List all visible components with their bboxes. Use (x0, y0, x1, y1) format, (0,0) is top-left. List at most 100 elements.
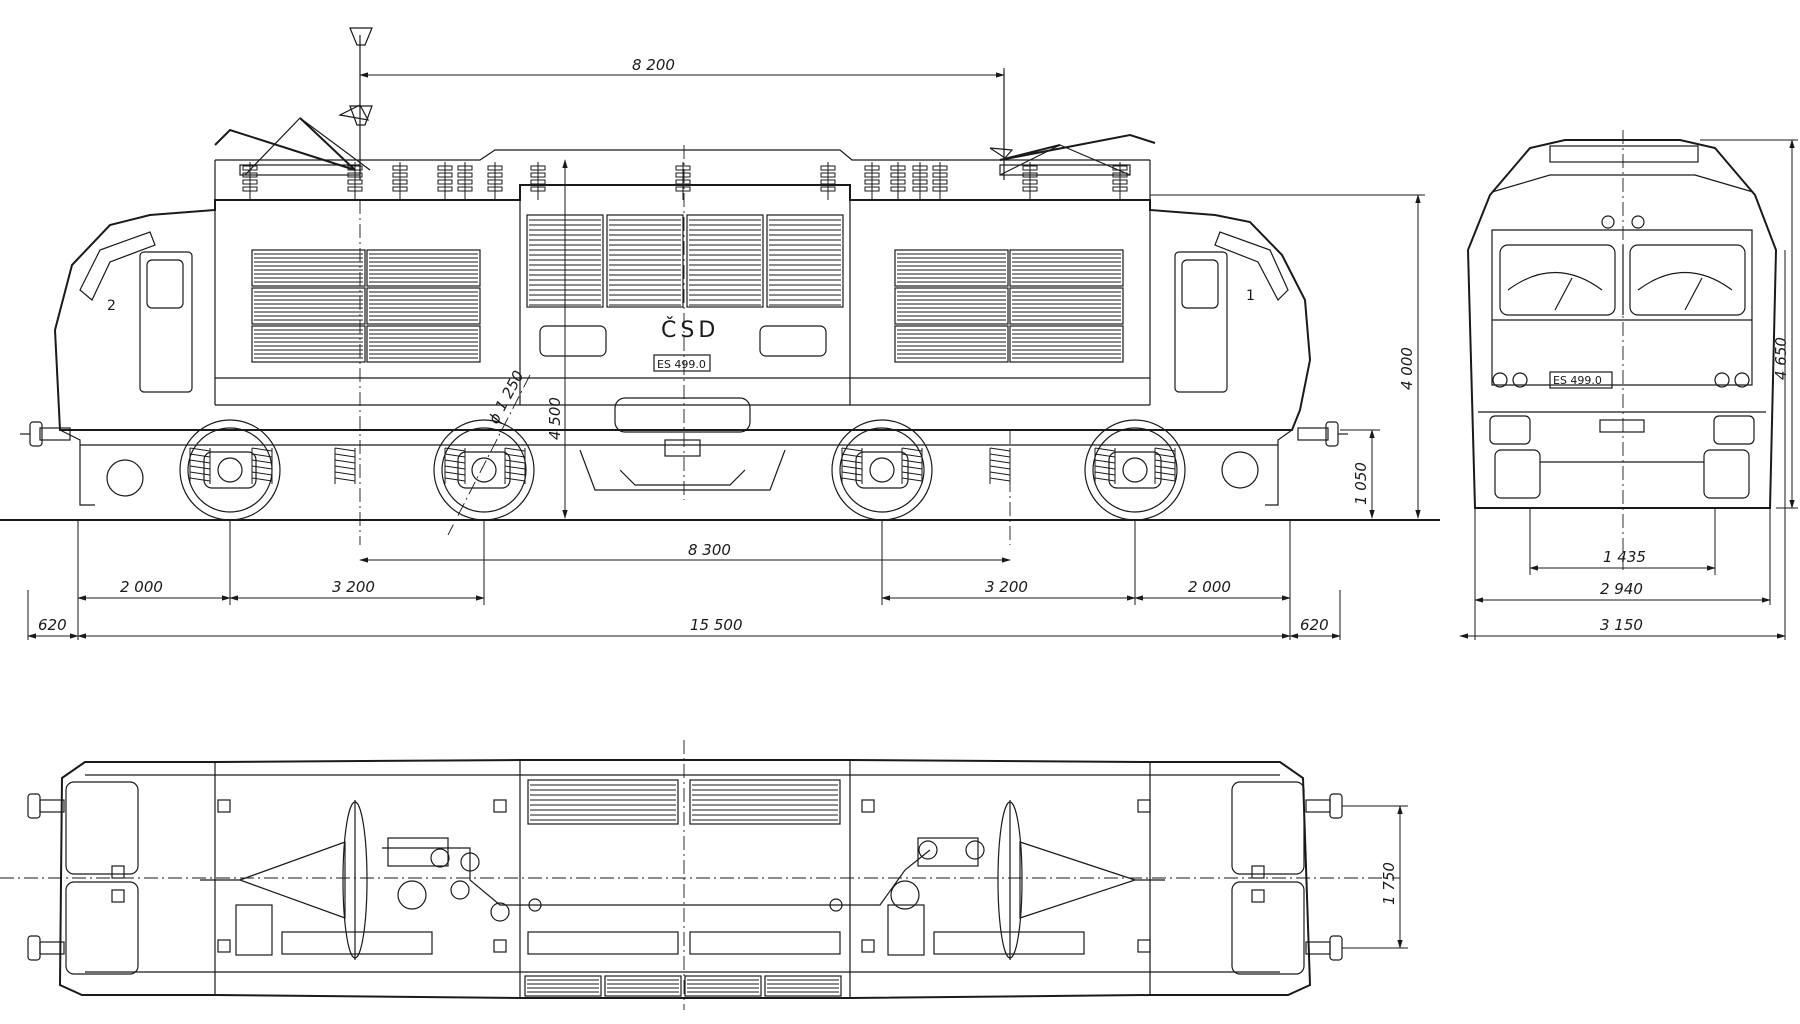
roof-line (215, 149, 1150, 161)
top-windshield-right-2 (1231, 881, 1305, 975)
pantograph-right (989, 70, 1156, 180)
top-vent-6 (1137, 799, 1151, 813)
center-grille-2 (686, 214, 764, 308)
top-breaker-right (890, 880, 920, 910)
pantograph-left (214, 35, 371, 180)
top-pantograph-left (200, 800, 368, 960)
top-insulator-c (450, 880, 470, 900)
buffer-right (1297, 421, 1348, 447)
wheel-diameter-line (447, 374, 531, 536)
top-grille-bottom-2 (684, 975, 762, 997)
dim-pantograph-spacing: 8 200 (632, 56, 675, 74)
pantograph-raised-outline-2 (349, 105, 373, 126)
roof-insulators (242, 162, 1128, 200)
top-equip-box-left (387, 837, 449, 867)
end-headlamp-top-right (1631, 215, 1645, 229)
dim-gauge: 1 435 (1603, 548, 1646, 566)
insulator-8 (820, 162, 836, 200)
pantograph-raised-outline (349, 27, 373, 46)
top-hatch-left-2 (281, 931, 433, 955)
top-insulator-d (490, 902, 510, 922)
fuel-box (579, 449, 786, 491)
insulator-5 (487, 162, 503, 200)
number-plate: ES 499.0 (657, 358, 706, 371)
spring-7 (1154, 447, 1176, 484)
insulator-6 (530, 162, 546, 200)
top-vent-10 (1251, 865, 1265, 879)
side-view: 2 1 ČSD ES 499.0 (0, 27, 1440, 640)
top-insulator-a (430, 848, 450, 868)
spring-6 (1094, 447, 1116, 484)
dim-buffer-spacing: 1 750 (1380, 862, 1398, 905)
dim-buffer-left: 620 (38, 616, 67, 634)
end-windscreen-right (1629, 244, 1746, 316)
suspension-springs (189, 447, 1176, 484)
dim-wheel-diameter: ϕ 1 250 (485, 368, 528, 427)
tank (664, 439, 701, 457)
cab-door-left-window (146, 259, 184, 309)
side-grille-1-0-0 (894, 249, 1009, 287)
operator-mark: ČSD (661, 317, 719, 343)
end-dimensions: 1 435 2 940 3 150 4 650 (1459, 139, 1798, 640)
side-grille-0-0-0 (251, 249, 366, 287)
top-grille-1 (527, 779, 679, 825)
body-window-right (759, 325, 827, 357)
top-insulator-h (965, 840, 985, 860)
insulator-12 (932, 162, 948, 200)
wheel-1 (433, 419, 535, 521)
insulator-3 (437, 162, 453, 200)
sander-left (106, 459, 144, 497)
center-grille-3 (766, 214, 844, 308)
side-grille-0-1-1 (366, 287, 481, 325)
end-bogie-left (1494, 449, 1541, 499)
dim-length-body: 15 500 (690, 616, 743, 634)
top-grille-bottom-0 (524, 975, 602, 997)
end-cab-outline (1491, 229, 1753, 386)
end-number-plate-frame (1549, 371, 1613, 389)
insulator-2 (392, 162, 408, 200)
end-roof (1491, 174, 1754, 193)
top-body-outline (58, 759, 1312, 999)
top-hatch-right-1 (887, 904, 925, 956)
top-center-panel-1 (527, 931, 679, 955)
cab-window-left (79, 231, 156, 301)
top-vent-4 (861, 799, 875, 813)
end-lamp-right-1 (1714, 372, 1730, 388)
end-headlamp-top-left (1601, 215, 1615, 229)
cab-door-right-window (1181, 259, 1219, 309)
top-vent-11 (1251, 889, 1265, 903)
end-lamp-left-2 (1512, 372, 1528, 388)
spring-8 (334, 447, 356, 484)
side-grille-1-1-0 (894, 287, 1009, 325)
top-dimensions: 1 750 (1342, 805, 1408, 949)
spring-9 (989, 447, 1011, 484)
top-center-panel-2 (689, 931, 841, 955)
side-grille-1-2-0 (894, 325, 1009, 363)
side-dimensions: 8 200 8 300 2 000 3 200 3 200 2 000 15 5… (27, 56, 1425, 640)
top-windshield-left-2 (65, 881, 139, 975)
top-ventilation-grilles (524, 779, 842, 997)
top-small-vents (111, 799, 1265, 953)
spring-0 (189, 447, 211, 484)
dim-overhang-left: 2 000 (120, 578, 163, 596)
side-grille-0-2-1 (366, 325, 481, 363)
top-pantograph-right (997, 800, 1165, 960)
end-body-outline (1466, 139, 1778, 509)
insulator-11 (912, 162, 928, 200)
dim-buffer-height: 1 050 (1352, 462, 1370, 505)
end-number-plate: ES 499.0 (1553, 374, 1602, 387)
top-vent-2 (493, 799, 507, 813)
equipment-box (614, 397, 751, 433)
insulator-13 (1022, 162, 1038, 200)
wheel-0 (179, 419, 281, 521)
insulator-14 (1112, 162, 1128, 200)
dim-overhang-right: 2 000 (1188, 578, 1231, 596)
top-hatch-left-1 (235, 904, 273, 956)
top-view: 1 750 (0, 740, 1408, 1010)
spring-5 (901, 447, 923, 484)
dim-bogie-pivot-spacing: 8 300 (688, 541, 731, 559)
wiper-sweep-right (1637, 272, 1733, 291)
dim-width-body: 2 940 (1600, 580, 1643, 598)
cab-number-left: 2 (107, 298, 116, 314)
